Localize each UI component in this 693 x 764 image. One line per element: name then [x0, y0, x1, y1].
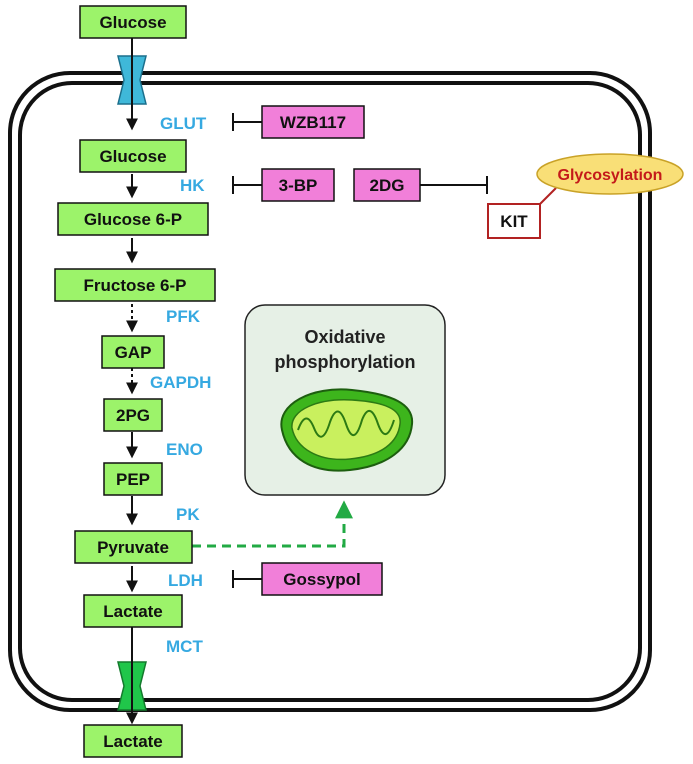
svg-text:Fructose 6-P: Fructose 6-P: [84, 276, 187, 295]
metabolite-glucose-out: Glucose: [79, 5, 187, 39]
svg-text:2PG: 2PG: [116, 406, 150, 425]
svg-text:Glucose: Glucose: [99, 147, 166, 166]
cell-membrane-outer: [8, 71, 652, 712]
svg-text:WZB117: WZB117: [280, 113, 346, 132]
enzyme-pk: PK: [176, 505, 200, 524]
enzyme-gapdh: GAPDH: [150, 373, 211, 392]
svg-text:Glycosylation: Glycosylation: [558, 167, 663, 184]
inhibitor-gossypol: Gossypol: [261, 562, 383, 596]
svg-text:Pyruvate: Pyruvate: [97, 538, 169, 557]
oxphos-title-line2: phosphorylation: [275, 352, 416, 372]
inhibition-lines: [232, 113, 488, 588]
metabolite-glucose-6p: Glucose 6-P: [57, 202, 209, 236]
metabolite-fructose-6p: Fructose 6-P: [54, 268, 216, 302]
enzyme-hk: HK: [180, 176, 205, 195]
metabolite-lactate-out: Lactate: [83, 724, 183, 758]
svg-text:Lactate: Lactate: [103, 602, 163, 621]
inhibitor-3bp: 3-BP: [261, 168, 335, 202]
svg-text:Gossypol: Gossypol: [283, 570, 360, 589]
svg-text:Lactate: Lactate: [103, 732, 163, 751]
enzyme-ldh: LDH: [168, 571, 203, 590]
inhibitor-wzb117: WZB117: [261, 105, 365, 139]
metabolite-pep: PEP: [103, 462, 163, 496]
cell-membrane-inner: [18, 81, 642, 702]
oxphos-title-line1: Oxidative: [304, 327, 385, 347]
inhibitor-2dg: 2DG: [353, 168, 421, 202]
enzyme-eno: ENO: [166, 440, 203, 459]
svg-text:2DG: 2DG: [370, 176, 405, 195]
enzyme-glut: GLUT: [160, 114, 207, 133]
metabolite-gap: GAP: [101, 335, 165, 369]
metabolite-glucose-in: Glucose: [79, 139, 187, 173]
svg-text:KIT: KIT: [500, 212, 528, 231]
metabolite-2pg: 2PG: [103, 398, 163, 432]
svg-text:Glucose 6-P: Glucose 6-P: [84, 210, 182, 229]
svg-text:Glucose: Glucose: [99, 13, 166, 32]
enzyme-pfk: PFK: [166, 307, 201, 326]
metabolite-lactate-in: Lactate: [83, 594, 183, 628]
enzyme-mct: MCT: [166, 637, 203, 656]
svg-text:PEP: PEP: [116, 470, 150, 489]
svg-text:3-BP: 3-BP: [279, 176, 318, 195]
pyruvate-oxphos-link: [192, 500, 353, 548]
metabolite-pyruvate: Pyruvate: [74, 530, 193, 564]
glycosylation-ellipse: Glycosylation: [536, 153, 684, 195]
svg-text:GAP: GAP: [115, 343, 152, 362]
kit-box: KIT: [487, 203, 541, 239]
mitochondrion-icon: [280, 388, 414, 472]
